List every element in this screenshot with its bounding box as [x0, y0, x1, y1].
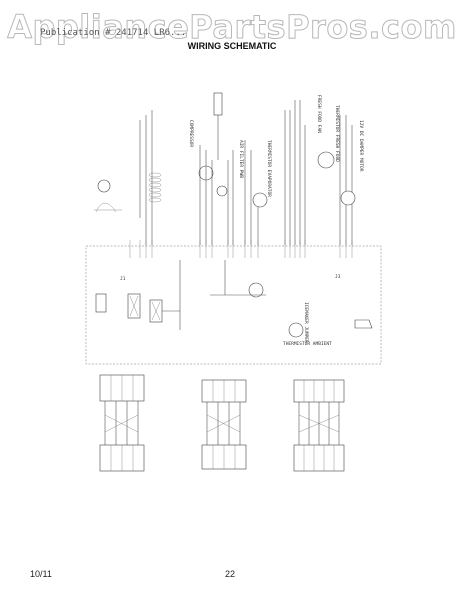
board-j3-label: J3 [335, 274, 341, 280]
ambient-thermistor-label: THERMISTOR AMBIENT [283, 341, 332, 347]
board-j1-label: J1 [120, 276, 126, 282]
evap-thermistor-label: THERMISTOR EVAPORATOR [266, 140, 272, 197]
connector-diagram-right [293, 379, 345, 472]
fresh-food-thermistor-label: THERMISTOR FRESH FOOD [334, 105, 340, 162]
board-connector-pins [129, 240, 353, 258]
damper-motor-label: 12V DC DAMPER MOTOR [358, 120, 364, 172]
air-filter-label: AIR FILTER PWB [238, 140, 244, 178]
control-board-outline [85, 245, 382, 365]
top-wiring: COMPRESSOR AIR FILTER PWB THERMISTOR EVA… [94, 92, 364, 245]
fresh-food-fan-label: FRESH FOOD FAN [316, 95, 322, 133]
icemaker-jumper-label: ICEMAKER JUMPER [303, 302, 309, 343]
compressor-label: COMPRESSOR [188, 120, 194, 147]
connector-diagram-left [99, 374, 145, 472]
page-number: 22 [225, 569, 236, 579]
revision-date: 10/11 [30, 569, 52, 579]
model-line: Publication # 241714 LR6... [40, 28, 187, 38]
watermark-logo: AppliancePartsPros.com [7, 8, 457, 47]
board-components: THERMISTOR AMBIENT ICEMAKER JUMPER [95, 260, 373, 347]
connector-diagram-middle [201, 379, 247, 470]
page-title: WIRING SCHEMATIC [187, 41, 277, 51]
